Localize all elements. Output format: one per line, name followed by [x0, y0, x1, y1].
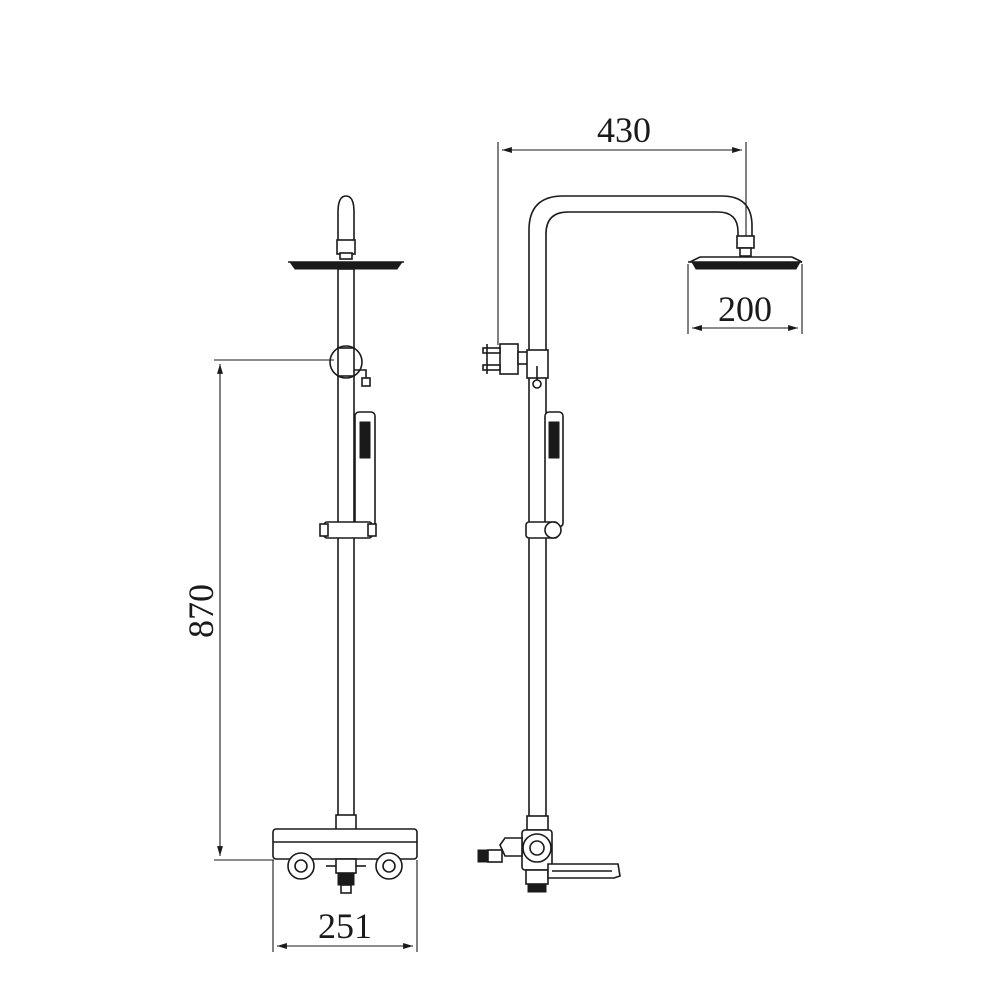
side-arm — [528, 195, 753, 352]
dimension-base-width: 251 — [272, 860, 418, 952]
dim-251-label: 251 — [318, 906, 372, 946]
dimension-arm-reach: 430 — [497, 110, 747, 345]
front-outlet — [335, 858, 357, 874]
side-riser — [528, 351, 547, 831]
front-shower-head — [289, 261, 403, 270]
side-head-connector — [736, 235, 755, 249]
side-view — [477, 195, 803, 893]
dimension-total-height: 870 — [181, 359, 334, 861]
dim-200-label: 200 — [718, 289, 772, 329]
front-head-connector — [336, 239, 356, 255]
side-wall-bracket — [499, 343, 519, 375]
dimension-head-diameter: 200 — [687, 264, 803, 334]
side-shower-head — [691, 261, 801, 270]
front-gooseneck — [337, 195, 355, 245]
side-handle-lever — [499, 837, 523, 857]
dim-870-label: 870 — [181, 584, 221, 638]
dim-430-label: 430 — [597, 110, 651, 150]
front-view — [272, 195, 418, 894]
front-slide-holder — [323, 521, 373, 539]
side-outlet — [525, 869, 549, 885]
